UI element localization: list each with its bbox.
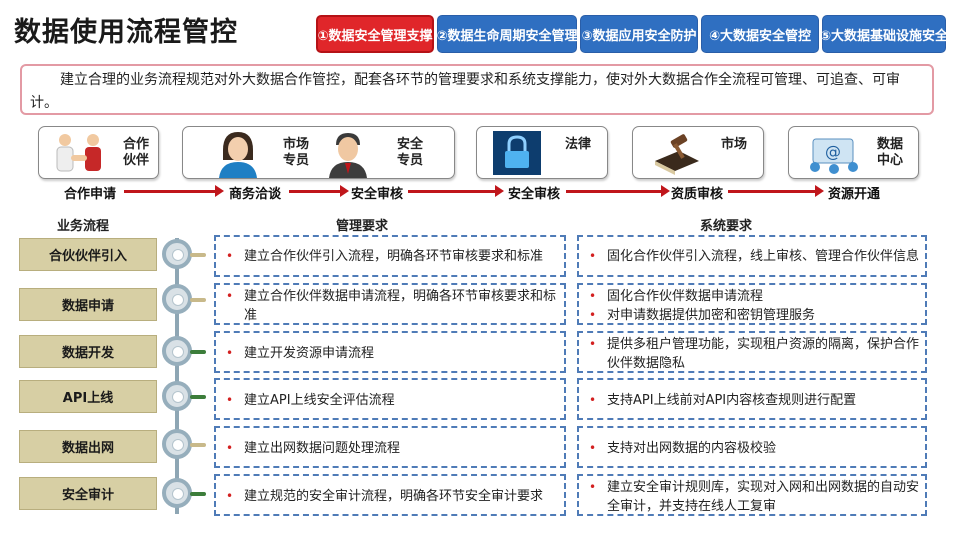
flow-arrow [408, 185, 504, 197]
flow-step: 商务洽谈 [229, 187, 282, 202]
role-label: 安全专员 [397, 137, 424, 168]
role-card-market: 市场 [632, 126, 764, 179]
timeline-node [162, 239, 192, 269]
timeline-node [162, 381, 192, 411]
requirement-item: 建立出网数据问题处理流程 [224, 439, 558, 458]
page-title: 数据使用流程管控 [14, 17, 238, 48]
tab-data-application[interactable]: ③数据应用安全防护 [580, 15, 698, 53]
role-card-partner: 合作伙伴 [38, 126, 159, 179]
flow-step: 安全审核 [508, 187, 561, 202]
timeline-node [162, 429, 192, 459]
svg-text:@: @ [825, 142, 841, 161]
requirement-item: 建立合作伙伴引入流程，明确各环节审核要求和标准 [224, 247, 558, 266]
timeline-connector [190, 253, 206, 257]
system-box: 固化合作伙伴引入流程，线上审核、管理合作伙伴信息 [577, 235, 927, 277]
timeline-node [162, 284, 192, 314]
flow-arrow [124, 185, 224, 197]
timeline-node [162, 478, 192, 508]
requirement-item: 固化合作伙伴数据申请流程 [587, 287, 919, 306]
management-box: 建立开发资源申请流程 [214, 331, 566, 373]
system-box: 提供多租户管理功能，实现租户资源的隔离，保护合作伙伴数据隐私 [577, 331, 927, 373]
management-box: 建立API上线安全评估流程 [214, 378, 566, 420]
requirement-item: 建立开发资源申请流程 [224, 344, 558, 363]
timeline-node [162, 336, 192, 366]
header-process: 业务流程 [57, 219, 110, 234]
requirement-item: 建立API上线安全评估流程 [224, 391, 558, 410]
lock-icon [493, 131, 541, 175]
role-label: 市场 [721, 137, 748, 152]
role-label: 合作伙伴 [123, 137, 150, 168]
tab-infrastructure-security[interactable]: ⑤大数据基础设施安全 [820, 15, 948, 53]
role-card-market-security: 市场专员 安全专员 [182, 126, 455, 179]
flow-step: 合作申请 [64, 187, 117, 202]
header-management: 管理要求 [336, 219, 389, 234]
tab-data-security-management[interactable]: ①数据安全管理支撑 [316, 15, 434, 53]
process-step: 安全审计 [19, 477, 157, 510]
section-tabs: ①数据安全管理支撑 ②数据生命周期安全管理 ③数据应用安全防护 ④大数据安全管控… [316, 15, 948, 53]
timeline-spine [175, 238, 179, 514]
process-step: 数据出网 [19, 430, 157, 463]
requirement-item: 建立规范的安全审计流程，明确各环节安全审计要求 [224, 487, 558, 506]
woman-avatar-icon [219, 132, 257, 178]
role-card-legal: 法律 [476, 126, 608, 179]
requirement-item: 建立安全审计规则库，实现对入网和出网数据的自动安全审计，并支持在线人工复审 [587, 478, 919, 516]
book-gavel-icon [655, 134, 699, 175]
intro-text: 建立合理的业务流程规范对外大数据合作管控，配套各环节的管理要求和系统支撑能力，使… [20, 64, 934, 115]
flow-arrow [289, 185, 349, 197]
flow-arrow [566, 185, 670, 197]
system-box: 支持API上线前对API内容核查规则进行配置 [577, 378, 927, 420]
flow-step: 安全审核 [351, 187, 404, 202]
system-box: 支持对出网数据的内容极校验 [577, 426, 927, 468]
tab-data-lifecycle[interactable]: ②数据生命周期安全管理 [437, 15, 578, 53]
role-label: 数据中心 [877, 137, 904, 168]
management-box: 建立出网数据问题处理流程 [214, 426, 566, 468]
timeline-connector [190, 395, 206, 399]
management-box: 建立合作伙伴数据申请流程，明确各环节审核要求和标准 [214, 283, 566, 325]
flow-step: 资源开通 [828, 187, 881, 202]
handshake-icon [56, 134, 101, 172]
timeline-connector [190, 298, 206, 302]
management-box: 建立规范的安全审计流程，明确各环节安全审计要求 [214, 474, 566, 516]
process-step: 数据申请 [19, 288, 157, 321]
process-step: API上线 [19, 380, 157, 413]
role-label: 市场专员 [283, 137, 310, 168]
role-card-data-center: @ 数据中心 [788, 126, 919, 179]
role-label: 法律 [565, 137, 592, 152]
requirement-item: 固化合作伙伴引入流程，线上审核、管理合作伙伴信息 [587, 247, 919, 266]
requirement-item: 支持对出网数据的内容极校验 [587, 439, 919, 458]
header-system: 系统要求 [700, 219, 753, 234]
requirement-item: 建立合作伙伴数据申请流程，明确各环节审核要求和标准 [224, 287, 558, 325]
email-network-icon: @ [810, 138, 858, 174]
system-box: 建立安全审计规则库，实现对入网和出网数据的自动安全审计，并支持在线人工复审 [577, 474, 927, 516]
process-step: 合伙伙伴引入 [19, 238, 157, 271]
timeline-connector [190, 492, 206, 496]
tab-big-data-control[interactable]: ④大数据安全管控 [701, 15, 819, 53]
management-box: 建立合作伙伴引入流程，明确各环节审核要求和标准 [214, 235, 566, 277]
process-step: 数据开发 [19, 335, 157, 368]
timeline-connector [190, 443, 206, 447]
flow-arrow [728, 185, 824, 197]
requirement-item: 支持API上线前对API内容核查规则进行配置 [587, 391, 919, 410]
requirement-item: 提供多租户管理功能，实现租户资源的隔离，保护合作伙伴数据隐私 [587, 335, 919, 373]
man-avatar-icon [329, 133, 367, 178]
timeline-connector [190, 350, 206, 354]
flow-step: 资质审核 [671, 187, 724, 202]
requirement-item: 对申请数据提供加密和密钥管理服务 [587, 306, 919, 325]
system-box: 固化合作伙伴数据申请流程 对申请数据提供加密和密钥管理服务 [577, 283, 927, 325]
